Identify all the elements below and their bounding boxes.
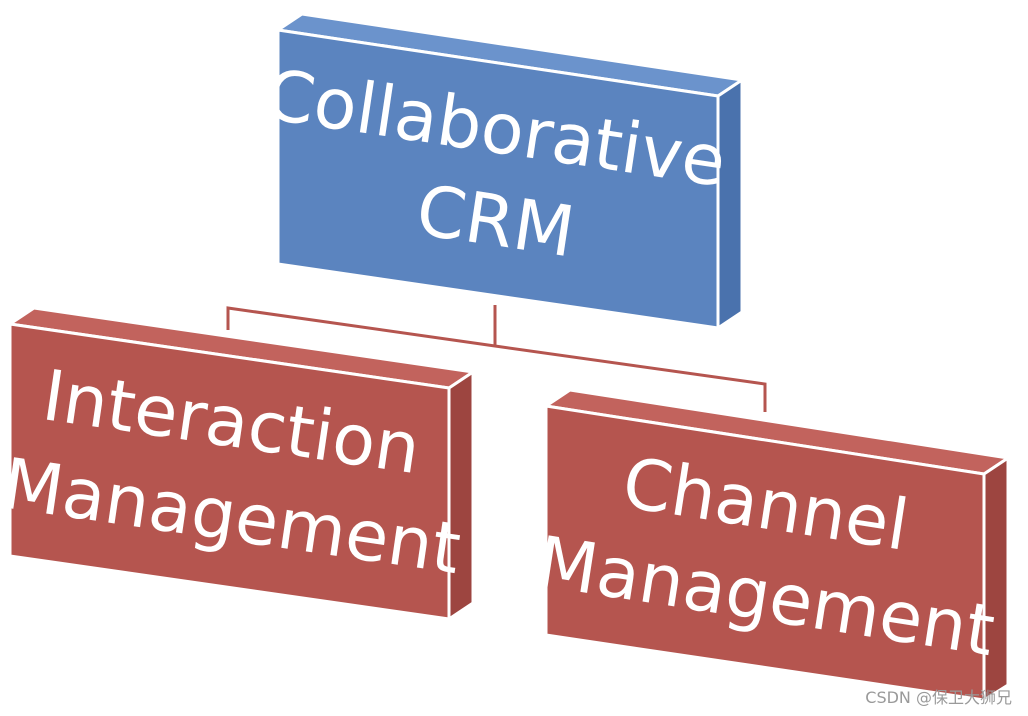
child-box-channel-management: Channel Management (532, 388, 1010, 702)
root-box-side (716, 78, 744, 330)
watermark-text: CSDN @保卫大狮兄 (865, 688, 1012, 707)
child-box-2-front (544, 404, 986, 702)
root-box: Collaborative CRM (260, 12, 744, 330)
root-box-front (276, 28, 720, 330)
child-box-1-front (8, 322, 451, 621)
child-box-interaction-management: Interaction Management (0, 306, 475, 621)
connectors (226, 305, 767, 412)
connector-horizontal (226, 306, 767, 412)
